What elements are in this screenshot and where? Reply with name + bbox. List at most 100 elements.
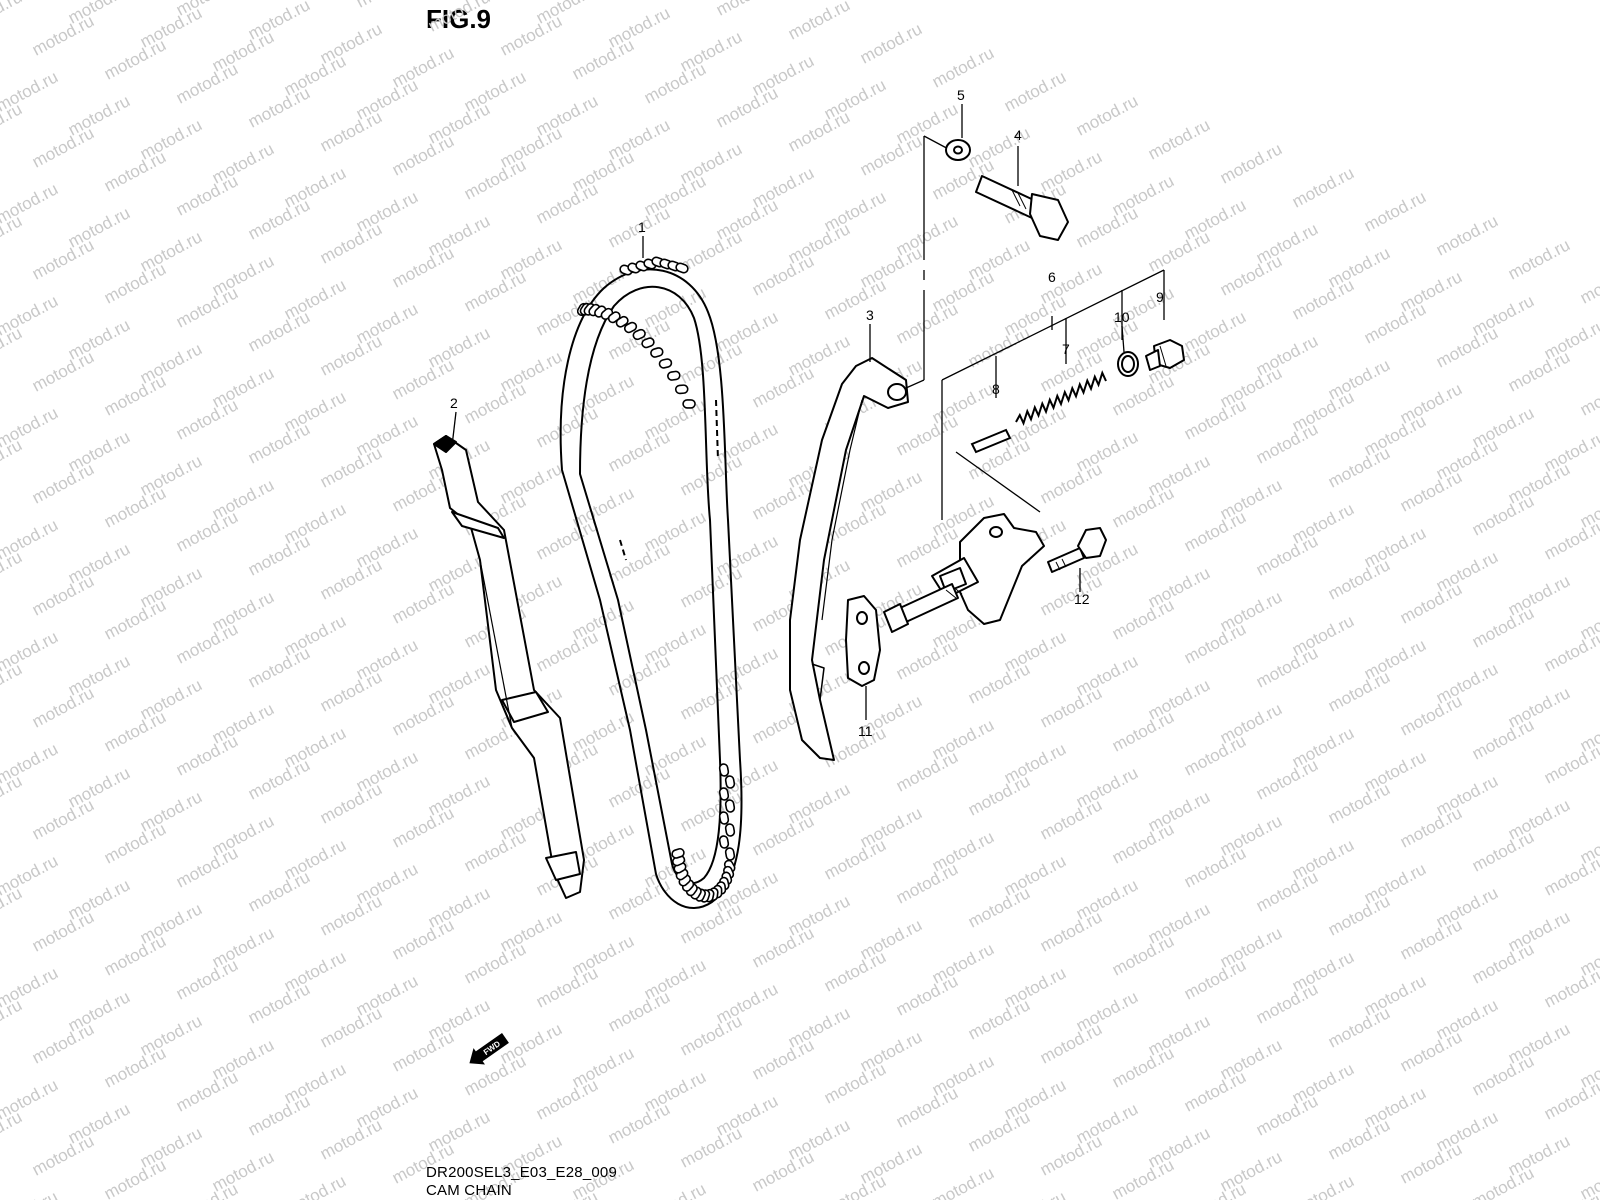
label-part-8: 8 [992,381,1000,397]
watermark-text: motod.ru [173,731,241,779]
watermark-text: motod.ru [173,395,241,443]
watermark-text: motod.ru [1505,235,1573,283]
watermark-text: motod.ru [1397,579,1465,627]
watermark-text: motod.ru [1541,851,1600,899]
part-tensioner-adjuster [883,513,1045,633]
watermark-text: motod.ru [461,267,529,315]
watermark-text: motod.ru [605,427,673,475]
watermark-text: motod.ru [245,1091,313,1139]
watermark-text: motod.ru [965,659,1033,707]
watermark-text: motod.ru [173,955,241,1003]
watermark-text: motod.ru [1181,619,1249,667]
watermark-text: motod.ru [0,211,25,259]
watermark-text: motod.ru [1037,907,1105,955]
watermark-text: motod.ru [245,83,313,131]
watermark-text: motod.ru [29,123,97,171]
watermark-text: motod.ru [1109,1155,1177,1200]
watermark-text: motod.ru [857,131,925,179]
watermark-text: motod.ru [29,683,97,731]
figure-code: DR200SEL3_E03_E28_009 [426,1164,618,1181]
label-part-11: 11 [858,723,873,739]
watermark-text: motod.ru [1145,227,1213,275]
watermark-text: motod.ru [101,1155,169,1200]
watermark-text: motod.ru [245,755,313,803]
watermark-text: motod.ru [749,363,817,411]
watermark-text: motod.ru [749,923,817,971]
watermark-text: motod.ru [461,155,529,203]
watermark-text: motod.ru [965,995,1033,1043]
watermark-text: motod.ru [1181,843,1249,891]
watermark-text: motod.ru [1001,1187,1069,1200]
watermark-text: motod.ru [101,483,169,531]
part-guide-bolt [975,175,1069,241]
watermark-text: motod.ru [1253,1091,1321,1139]
watermark-text: motod.ru [389,579,457,627]
watermark-text: motod.ru [1325,891,1393,939]
watermark-text: motod.ru [1469,1051,1537,1099]
watermark-text: motod.ru [893,971,961,1019]
watermark-text: motod.ru [173,59,241,107]
watermark-text: motod.ru [1109,931,1177,979]
watermark-text: motod.ru [1397,915,1465,963]
watermark-text: motod.ru [461,379,529,427]
watermark-text: motod.ru [1433,211,1501,259]
chain-link [675,262,689,274]
watermark-text: motod.ru [1397,691,1465,739]
watermark-text: motod.ru [1037,1019,1105,1067]
watermark-text: motod.ru [29,907,97,955]
watermark-text: motod.ru [1541,963,1600,1011]
watermark-text: motod.ru [1181,955,1249,1003]
watermark-text: motod.ru [317,667,385,715]
watermark-text: motod.ru [173,1179,241,1200]
watermark-text: motod.ru [677,451,745,499]
watermark-text: motod.ru [0,883,25,931]
watermark-text: motod.ru [605,987,673,1035]
watermark-text: motod.ru [1361,1195,1429,1200]
chain-link [641,337,655,349]
watermark-text: motod.ru [0,323,25,371]
watermark-text: motod.ru [173,1067,241,1115]
watermark-text: motod.ru [1073,91,1141,139]
chain-link [623,321,638,334]
watermark-text: motod.ru [1289,163,1357,211]
watermark-text: motod.ru [1109,819,1177,867]
watermark-text: motod.ru [749,1147,817,1195]
watermark-text: motod.ru [785,107,853,155]
watermark-text: motod.ru [425,0,493,36]
watermark-text: motod.ru [1181,1067,1249,1115]
watermark-text: motod.ru [1145,115,1213,163]
watermark-text: motod.ru [353,0,421,12]
watermark-text: motod.ru [785,0,853,44]
watermark-text: motod.ru [389,1027,457,1075]
watermark-text: motod.ru [533,1187,601,1200]
watermark-text: motod.ru [605,763,673,811]
watermark-text: motod.ru [893,747,961,795]
watermark-text: motod.ru [29,795,97,843]
watermark-text: motod.ru [677,787,745,835]
watermark-text: motod.ru [1325,779,1393,827]
watermark-text: motod.ru [101,707,169,755]
watermark-text: motod.ru [677,339,745,387]
watermark-text: motod.ru [821,947,889,995]
label-part-7: 7 [1062,341,1070,357]
watermark-text: motod.ru [965,323,1033,371]
watermark-text: motod.ru [29,1019,97,1067]
watermark-text: motod.ru [641,59,709,107]
watermark-text: motod.ru [0,0,25,36]
watermark-text: motod.ru [173,171,241,219]
part-labels: 1 2 3 4 5 6 7 8 9 10 11 12 [450,87,1164,739]
watermark-text: motod.ru [533,1075,601,1123]
watermark-text: motod.ru [929,1163,997,1200]
watermark-text: motod.ru [1181,395,1249,443]
watermark-text: motod.ru [1325,1003,1393,1051]
watermark-text: motod.ru [1577,371,1600,419]
watermark-text: motod.ru [1397,1139,1465,1187]
part-cap-bolt [1145,339,1185,371]
watermark-text: motod.ru [29,11,97,59]
part-gasket [845,595,881,720]
watermark-text: motod.ru [1037,459,1105,507]
watermark-text: motod.ru [173,283,241,331]
watermark-text: motod.ru [317,331,385,379]
watermark-text: motod.ru [317,443,385,491]
watermark-text: motod.ru [317,1003,385,1051]
